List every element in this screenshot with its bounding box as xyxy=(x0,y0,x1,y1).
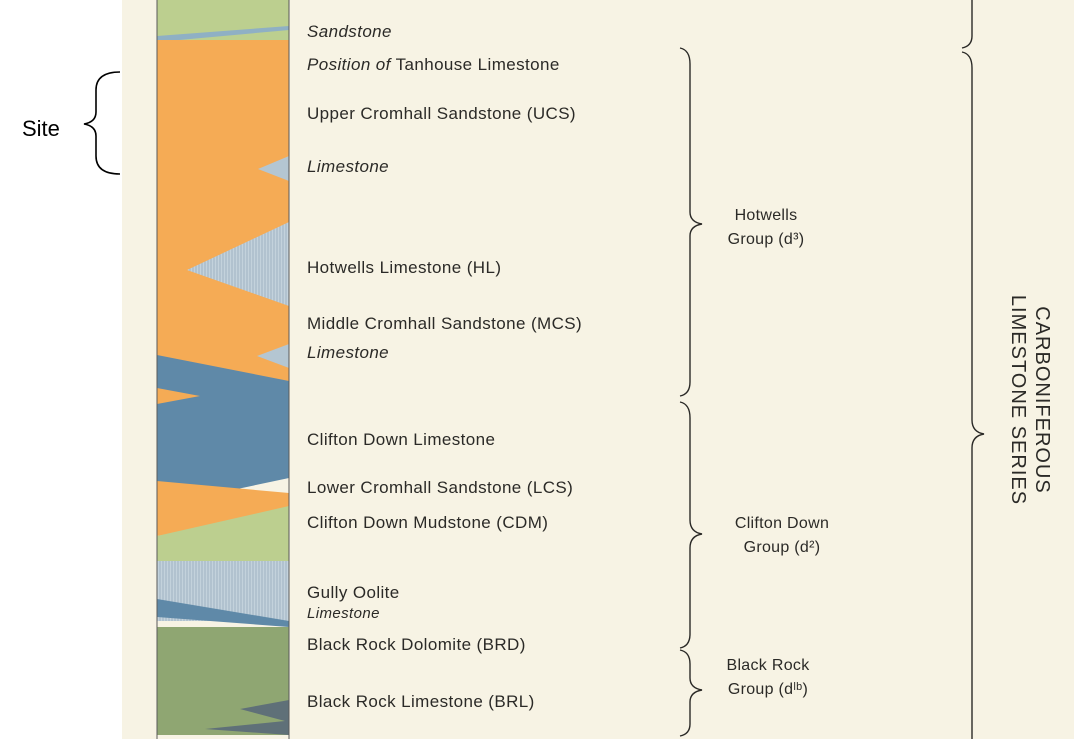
site-bracket xyxy=(83,71,121,175)
group-label-black-rock-line1: Black Rock xyxy=(726,657,810,674)
unit-label-tanhouse: Position of Tanhouse Limestone xyxy=(307,55,560,75)
group-label-hotwells-line1: Hotwells xyxy=(734,207,798,224)
clifton-group-brace xyxy=(679,401,703,649)
upper-orange-sandstone xyxy=(157,40,289,400)
series-label-line1: CARBONIFEROUS xyxy=(1031,306,1053,494)
unit-label-limestone-gully: Limestone xyxy=(307,605,380,622)
black-rock-group-brace xyxy=(679,649,703,737)
upper-series-brace xyxy=(961,0,973,49)
unit-label-clifton-down-limestone: Clifton Down Limestone xyxy=(307,430,496,449)
group-label-black-rock: Black Rock Group (dˡᵇ) xyxy=(708,654,828,702)
black-rock-limestone-zigzag xyxy=(205,700,289,735)
unit-label-position-of: Position of xyxy=(307,55,391,74)
unit-label-cdm: Clifton Down Mudstone (CDM) xyxy=(307,513,549,532)
clifton-down-mudstone xyxy=(157,506,289,561)
unit-label-gully-oolite: Gully Oolite xyxy=(307,583,400,602)
group-label-hotwells-line2: Group (d³) xyxy=(727,231,805,248)
unit-label-limestone-middle: Limestone xyxy=(307,343,390,362)
series-label: CARBONIFEROUS LIMESTONE SERIES xyxy=(1000,235,1060,565)
carboniferous-series-brace xyxy=(961,51,985,739)
unit-label-mcs: Middle Cromhall Sandstone (MCS) xyxy=(307,314,583,333)
unit-label-ucs: Upper Cromhall Sandstone (UCS) xyxy=(307,104,576,123)
limestone-wedge-upper xyxy=(258,156,289,181)
unit-label-tanhouse-limestone: Tanhouse Limestone xyxy=(395,55,560,74)
gully-limestone-wedge xyxy=(157,599,289,627)
series-label-line2: LIMESTONE SERIES xyxy=(1007,294,1029,506)
unit-label-hotwells-limestone: Hotwells Limestone (HL) xyxy=(307,258,502,277)
unit-label-sandstone: Sandstone xyxy=(307,22,392,41)
group-label-hotwells: Hotwells Group (d³) xyxy=(706,204,826,252)
site-label: Site xyxy=(22,116,60,141)
clifton-down-limestone-block xyxy=(157,355,289,506)
sandstone-thin-sliver xyxy=(157,26,289,42)
group-label-clifton-down: Clifton Down Group (d²) xyxy=(712,512,852,560)
limestone-wedge-middle xyxy=(257,344,289,368)
unit-label-lcs: Lower Cromhall Sandstone (LCS) xyxy=(307,478,574,497)
group-label-black-rock-line2: Group (dˡᵇ) xyxy=(727,681,809,698)
group-label-clifton-line1: Clifton Down xyxy=(734,515,830,532)
unit-label-limestone-upper: Limestone xyxy=(307,157,390,176)
black-rock-dolomite xyxy=(157,627,289,735)
unit-label-brl: Black Rock Limestone (BRL) xyxy=(307,692,535,711)
series-label-text: CARBONIFEROUS LIMESTONE SERIES xyxy=(1006,235,1054,565)
unit-label-brd: Black Rock Dolomite (BRD) xyxy=(307,635,526,654)
group-label-clifton-line2: Group (d²) xyxy=(743,539,821,556)
hotwells-limestone-wedge xyxy=(187,222,289,306)
lower-cromhall-sandstone-wedge xyxy=(157,481,289,536)
clifton-sandstone-teeth xyxy=(157,388,200,404)
hotwells-group-brace xyxy=(679,47,703,397)
